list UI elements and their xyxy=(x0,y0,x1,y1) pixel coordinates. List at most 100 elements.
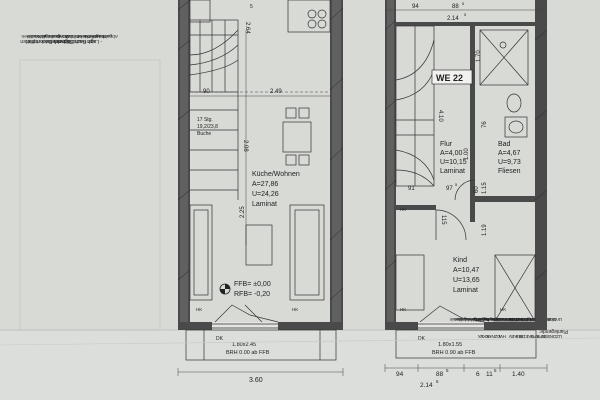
bad-area: A=4,67 xyxy=(498,150,520,157)
legend-code: EDB xyxy=(519,334,528,339)
room-floor-kueche: Laminat xyxy=(252,201,277,208)
flur-floor: Laminat xyxy=(440,168,465,175)
right-top-dim-5b: 5 xyxy=(464,12,467,17)
legend-text: Sturzoberkante Decke xyxy=(506,317,551,322)
ffb-level: FFB= ±0,00 xyxy=(234,281,271,288)
dim-100: 1.00 xyxy=(464,148,470,160)
legend-code: NKL xyxy=(486,334,495,339)
right-bottom-dim-88: 88 xyxy=(436,371,444,378)
right-bottom-dim-11: 11 xyxy=(486,371,493,378)
right-window-brh: BRH 0.90 ab FFB xyxy=(432,350,476,356)
room-perimeter-kueche: U=24,26 xyxy=(252,191,279,198)
wall-north-inner xyxy=(396,22,535,26)
left-bottom-dim: 3.60 xyxy=(249,377,263,384)
right-hk-bottom-left: HK xyxy=(400,307,406,312)
dim-225: 2.25 xyxy=(240,206,246,218)
lage-note-2: sich nach Lage der Deckenplatten xyxy=(20,38,96,44)
kind-name: Kind xyxy=(453,257,467,264)
legend-code: VK xyxy=(478,334,484,339)
right-terrace xyxy=(395,329,537,359)
ceiling-note-2: nach Höhe der Entlüftungselemente. xyxy=(34,33,112,39)
dim-115b: 115 xyxy=(440,215,446,225)
sofa xyxy=(189,204,213,301)
room-area-kueche: A=27,86 xyxy=(252,181,278,188)
ceiling-note-3: Raumhöhe so hoch wie möglich wählen xyxy=(21,33,106,39)
bad-floor: Fliesen xyxy=(498,168,521,175)
legend-text: Vorwandinstallation xyxy=(472,317,511,322)
wall-bad-kind xyxy=(475,196,535,202)
notes-block: Hinweise: - Lage Grundflächenfenster ric… xyxy=(19,33,161,331)
dim-249: 2.49 xyxy=(270,89,282,95)
legend-code: RKL xyxy=(480,334,489,339)
right-bottom-dim-140: 1.40 xyxy=(512,371,525,378)
coffee-table xyxy=(245,224,273,266)
dim-91: 91 xyxy=(408,186,415,192)
legend-text: Unterzug xyxy=(482,317,501,322)
right-bottom-dim-214: 2.14 xyxy=(420,382,433,389)
legend-code: BFB xyxy=(536,334,545,339)
legend-code: OK xyxy=(550,334,557,339)
left-terrace xyxy=(185,329,337,361)
right-window-opening xyxy=(418,322,484,330)
kitchen-counter xyxy=(287,0,331,33)
legend-text: Abwasserleitung xyxy=(484,317,518,322)
right-top-dim-94: 94 xyxy=(412,4,419,10)
right-bottom-dim-5c: 5 xyxy=(436,379,439,384)
left-dk: DK xyxy=(216,336,224,342)
right-stair xyxy=(395,25,435,187)
left-unit-wall-west xyxy=(178,0,190,330)
flur-area: A=4,00 xyxy=(440,150,462,157)
legend-code: IBB xyxy=(516,334,523,339)
dim-410: 4.10 xyxy=(437,110,443,122)
dim-60: 60 xyxy=(474,186,480,193)
top-dim-5: 5 xyxy=(250,4,253,10)
dim-119: 1.19 xyxy=(482,224,488,236)
wall-flur-kind xyxy=(396,205,436,210)
left-unit-wall-east xyxy=(330,0,343,330)
legend-text: Nebenabgaskamin xyxy=(457,317,495,322)
dim-5: 5 xyxy=(455,182,458,187)
right-hk-top: HK xyxy=(400,207,406,212)
unit-label-box xyxy=(431,69,473,85)
dim-90: 90 xyxy=(203,89,210,95)
wall-flur-bad xyxy=(470,22,475,222)
dim-97: 97 xyxy=(446,186,453,192)
left-hk: HK xyxy=(196,307,202,312)
ceiling-note-1: Abgehängte Decke in WC, Bad und Küche xyxy=(27,33,118,39)
right-window-size: 1.80x1.55 xyxy=(438,342,462,348)
bath-fixtures xyxy=(479,29,529,138)
stair-label-line-3: Buche xyxy=(197,131,211,137)
dining-table xyxy=(282,107,312,166)
kind-area: A=10,47 xyxy=(453,267,479,274)
stair-label-line-2: 19,2/23,8 xyxy=(197,124,218,130)
right-unit-wall-east xyxy=(535,0,547,330)
bad-name: Bad xyxy=(498,141,511,148)
top-dim-264: 2.64 xyxy=(244,22,250,34)
legend-code: UZ xyxy=(556,334,562,339)
lage-note-1: - Lage Grundflächenfenster richtet xyxy=(26,38,102,44)
legend-code: UK xyxy=(528,334,534,339)
dim-170: 1.70 xyxy=(476,50,482,62)
dim-208: 2.08 xyxy=(242,140,248,152)
wardrobe xyxy=(494,254,536,322)
left-window-opening xyxy=(212,322,278,330)
right-top-dim-5a: 5 xyxy=(462,1,465,6)
legend-code: V xyxy=(509,334,512,339)
left-hk-2: HK xyxy=(292,307,298,312)
legend-title: Planlegende: xyxy=(539,328,568,334)
stair-label-line-1: 17 Stg. xyxy=(197,117,213,123)
bad-perimeter: U=9,73 xyxy=(498,159,521,166)
right-bottom-dim-5b: 5 xyxy=(494,368,497,373)
left-window-size: 1.80x2.45 xyxy=(232,342,256,348)
notes-title: Hinweise: xyxy=(48,38,70,44)
legend-text: Unterzug xyxy=(543,317,562,322)
shelf xyxy=(289,204,325,301)
right-top-dim-214: 2.14 xyxy=(447,16,459,22)
right-bottom-dim-6: 6 xyxy=(476,371,480,378)
kind-floor: Laminat xyxy=(453,287,478,294)
door-kind xyxy=(435,209,467,241)
kind-perimeter: U=13,65 xyxy=(453,277,480,284)
legend-code: HW xyxy=(498,334,506,339)
right-unit: 94 88 5 2.14 5 WE 22 xyxy=(384,0,548,389)
